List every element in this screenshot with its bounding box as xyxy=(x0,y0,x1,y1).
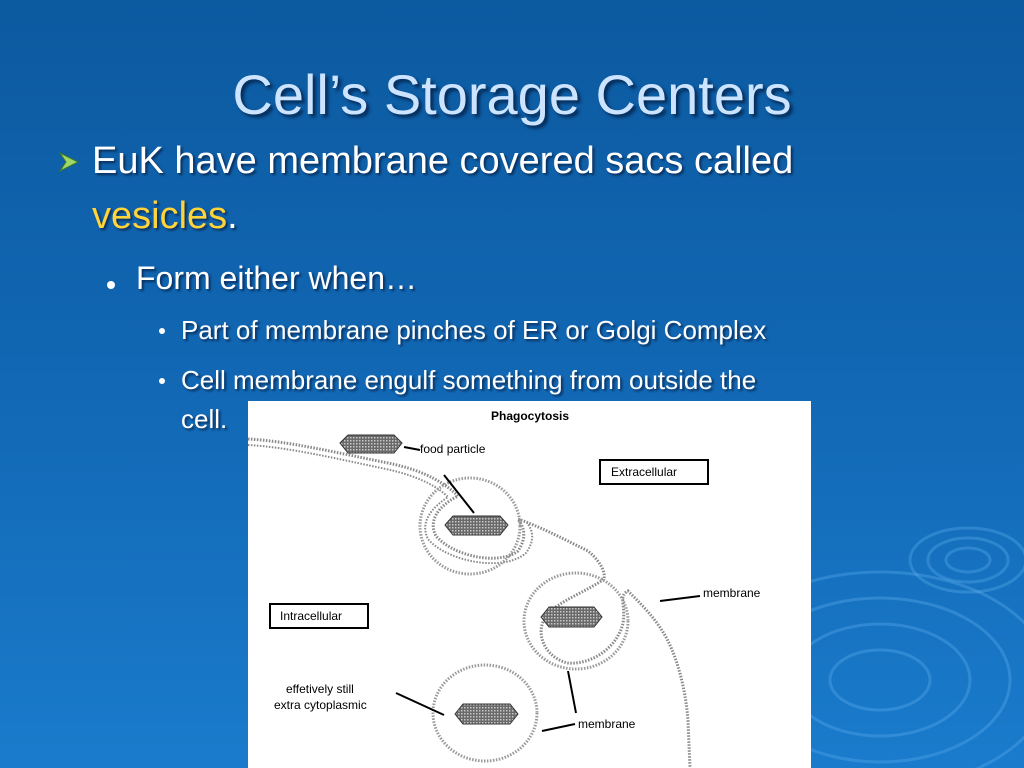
page-title: Cell’s Storage Centers xyxy=(232,63,792,126)
still-label-line2: extra cytoplasmic xyxy=(274,698,367,712)
highlight-term: vesicles xyxy=(92,195,228,237)
intracellular-label: Intracellular xyxy=(280,609,342,623)
cell-membrane-outline xyxy=(248,437,692,768)
membrane-label-bottom: membrane xyxy=(578,717,636,731)
bullet-dot-icon xyxy=(159,328,165,334)
bullet-level1-line2: vesicles. xyxy=(92,195,238,238)
bullet-level3-er: Part of membrane pinches of ER or Golgi … xyxy=(181,315,767,345)
bullet-dot-icon xyxy=(159,378,165,384)
bullet-level3-engulf-line1: Cell membrane engulf something from outs… xyxy=(181,365,757,395)
extracellular-label: Extracellular xyxy=(611,465,677,479)
vesicle-bottom xyxy=(431,663,539,763)
arrow-bullet-icon xyxy=(58,151,80,173)
still-label-line1: effetively still xyxy=(286,682,354,696)
bullet-text: EuK have membrane covered sacs called xyxy=(92,140,794,182)
food-particle-outside xyxy=(339,434,403,454)
food-particle-vesicle xyxy=(540,606,603,628)
vesicle-middle xyxy=(522,571,630,671)
bullet-level2: Form either when… xyxy=(136,260,417,296)
bullet-level3-engulf-line2: cell. xyxy=(181,404,228,434)
bullet-level1-line1: EuK have membrane covered sacs called xyxy=(92,140,793,183)
membrane-label-top: membrane xyxy=(703,586,761,600)
food-particle-engulfing xyxy=(444,515,509,536)
food-particle-final xyxy=(454,703,519,725)
figure-title: Phagocytosis xyxy=(491,409,569,423)
phagocytosis-diagram: Phagocytosis food particle Extracellular… xyxy=(248,401,811,768)
food-particle-label: food particle xyxy=(420,442,486,456)
bullet-punctuation: . xyxy=(227,195,238,237)
vesicle-forming xyxy=(418,476,522,576)
bullet-dot-icon xyxy=(107,281,115,289)
